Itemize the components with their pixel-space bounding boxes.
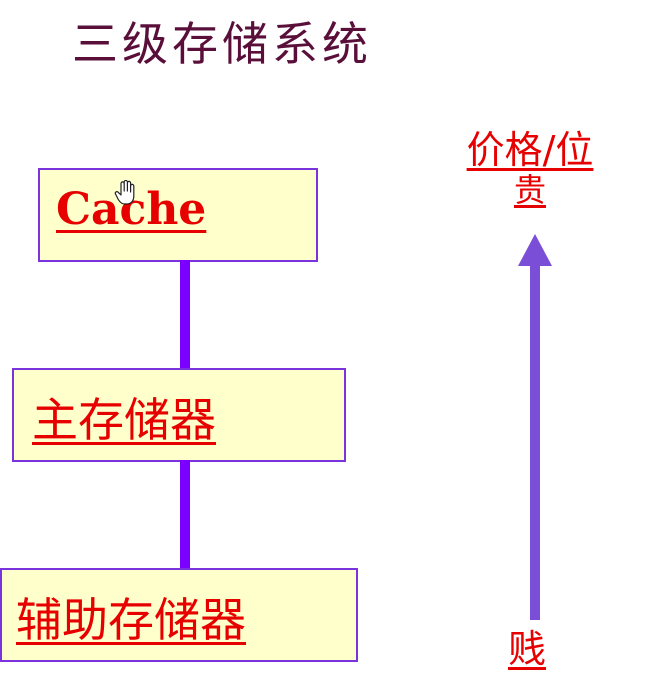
arrow-shaft	[530, 264, 540, 620]
hand-cursor-icon	[114, 180, 135, 205]
diagram-title: 三级存储系统	[72, 17, 372, 71]
connector-cache-main	[180, 260, 190, 370]
cheap-label: 贱	[508, 627, 547, 671]
price-per-bit-label: 价格/位 贵	[440, 128, 620, 208]
price-per-bit-text: 价格/位	[466, 128, 594, 172]
main-memory-box: 主存储器	[12, 368, 346, 462]
connector-main-aux	[180, 460, 190, 570]
expensive-text: 贵	[513, 171, 546, 209]
up-arrow-icon	[518, 234, 552, 620]
auxiliary-memory-box: 辅助存储器	[0, 568, 358, 662]
main-memory-label: 主存储器	[32, 393, 216, 447]
arrow-head	[518, 234, 552, 266]
cache-box: Cache	[38, 168, 318, 262]
auxiliary-memory-label: 辅助存储器	[16, 593, 246, 647]
